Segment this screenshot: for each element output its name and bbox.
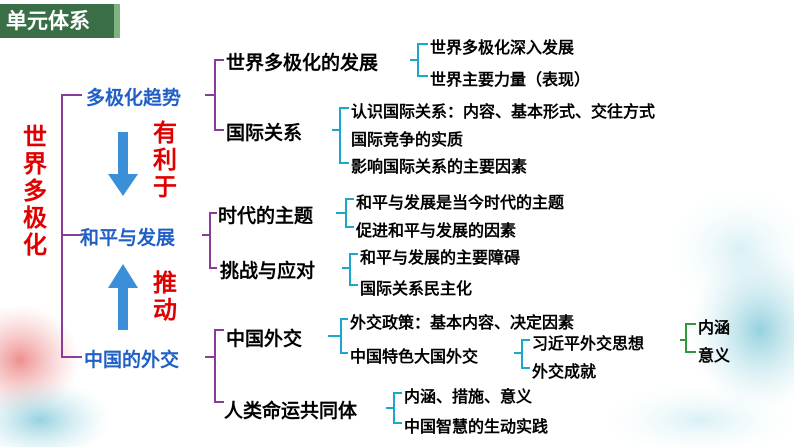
connector-char: 有 xyxy=(153,119,177,147)
bracket-multipolar xyxy=(410,43,428,77)
node-multipolar-development: 世界多极化的发展 xyxy=(226,52,379,74)
leaf-democratization: 国际关系民主化 xyxy=(360,279,473,298)
root-bracket xyxy=(61,94,82,358)
root-char: 多 xyxy=(23,177,47,205)
node-challenges: 挑战与应对 xyxy=(220,260,316,282)
root-node: 世 界 多 极 化 xyxy=(20,124,50,259)
bracket-peace xyxy=(202,212,217,269)
bracket-diplomacy xyxy=(205,329,224,403)
node-peace-development: 和平与发展 xyxy=(80,227,176,249)
connector-promote: 推 动 xyxy=(150,270,180,324)
connector-char: 动 xyxy=(153,296,177,324)
root-char: 界 xyxy=(23,150,47,178)
bracket-theme xyxy=(336,198,354,228)
leaf-foreign-policy: 外交政策：基本内容、决定因素 xyxy=(350,313,575,332)
bracket-trend xyxy=(205,59,224,131)
leaf-main-obstacles: 和平与发展的主要障碍 xyxy=(360,248,521,267)
bracket-challenge xyxy=(342,253,358,286)
leaf-deep-development: 世界多极化深入发展 xyxy=(430,38,575,57)
root-char: 化 xyxy=(23,231,47,259)
arrow-up xyxy=(108,264,138,330)
leaf-understand-relations: 认识国际关系：内容、基本形式、交往方式 xyxy=(351,102,656,121)
leaf-influencing-factors: 影响国际关系的主要因素 xyxy=(351,157,528,176)
unit-title: 单元体系 xyxy=(0,4,120,38)
bracket-intl xyxy=(332,107,349,164)
leaf-xi-diplomatic-thought: 习近平外交思想 xyxy=(532,334,645,353)
node-era-theme: 时代的主题 xyxy=(218,205,314,227)
node-international-relations: 国际关系 xyxy=(226,122,303,144)
connector-beneficial: 有 利 于 xyxy=(150,120,180,201)
bracket-thought xyxy=(680,323,696,353)
leaf-significance: 意义 xyxy=(698,346,731,365)
connector-char: 于 xyxy=(153,173,177,201)
node-china-diplomacy: 中国的外交 xyxy=(84,349,180,371)
bracket-community xyxy=(386,392,402,424)
bracket-cn-diplomacy xyxy=(328,318,348,354)
connector-char: 利 xyxy=(153,146,177,174)
root-char: 世 xyxy=(23,123,47,151)
root-char: 极 xyxy=(23,204,47,232)
leaf-connotation: 内涵 xyxy=(698,318,731,337)
node-shared-future: 人类命运共同体 xyxy=(224,400,358,422)
leaf-major-power-diplomacy: 中国特色大国外交 xyxy=(350,347,479,366)
leaf-diplomatic-achievements: 外交成就 xyxy=(532,362,597,381)
leaf-major-powers: 世界主要力量（表现） xyxy=(430,70,591,89)
node-multipolar-trend: 多极化趋势 xyxy=(86,87,182,109)
arrow-down xyxy=(108,132,138,196)
connector-char: 推 xyxy=(153,269,177,297)
leaf-chinese-wisdom: 中国智慧的生动实践 xyxy=(404,417,549,436)
bracket-major-power xyxy=(514,339,530,369)
node-chinese-diplomacy: 中国外交 xyxy=(226,328,303,350)
leaf-competition-essence: 国际竞争的实质 xyxy=(351,130,464,149)
leaf-promoting-factors: 促进和平与发展的因素 xyxy=(356,221,517,240)
leaf-content-measures: 内涵、措施、意义 xyxy=(404,387,533,406)
leaf-era-theme: 和平与发展是当今时代的主题 xyxy=(356,193,565,212)
